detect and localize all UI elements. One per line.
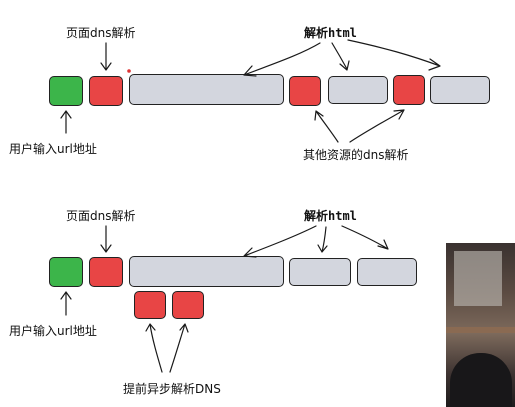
top-resource-dns-block-2 — [393, 75, 425, 105]
background-shelf — [446, 327, 515, 333]
top-user-input-block — [49, 76, 83, 106]
top-parse-html-arrow-2 — [331, 42, 350, 71]
bottom-html-parse-block-3 — [357, 258, 417, 286]
bottom-page-dns-label: 页面dns解析 — [66, 209, 136, 223]
bottom-parse-html-arrow-3 — [341, 225, 389, 250]
top-other-dns-arrow-2 — [349, 109, 405, 143]
bottom-user-input-label: 用户输入url地址 — [9, 324, 97, 338]
top-other-dns-label: 其他资源的dns解析 — [303, 148, 409, 162]
bottom-page-dns-arrow — [100, 225, 112, 253]
bottom-prefetch-arrow-2 — [169, 323, 189, 373]
top-parse-html-label: 解析html — [304, 26, 357, 40]
top-other-dns-arrow-1 — [314, 110, 339, 143]
background-window — [454, 251, 502, 306]
bottom-prefetch-dns-block-1 — [134, 291, 166, 319]
top-parse-html-arrow-1 — [243, 42, 321, 77]
marker-dot — [127, 69, 131, 73]
bottom-prefetch-arrow-1 — [145, 323, 163, 373]
bottom-html-parse-block-2 — [289, 258, 351, 286]
top-html-parse-block-2 — [328, 76, 388, 104]
webcam-overlay — [446, 243, 515, 407]
top-user-input-label: 用户输入url地址 — [9, 142, 97, 156]
bottom-html-parse-block-1 — [129, 256, 284, 287]
top-parse-html-arrow-3 — [347, 39, 441, 71]
top-page-dns-arrow — [100, 42, 112, 71]
bottom-user-input-arrow — [60, 291, 72, 316]
bottom-parse-html-label: 解析html — [304, 209, 357, 223]
top-page-dns-block — [89, 76, 123, 106]
bottom-page-dns-block — [89, 257, 123, 287]
bottom-prefetch-dns-block-2 — [172, 291, 204, 319]
bottom-prefetch-label: 提前异步解析DNS — [123, 382, 221, 396]
bottom-user-input-block — [49, 257, 83, 287]
top-page-dns-label: 页面dns解析 — [66, 26, 136, 40]
person-silhouette — [450, 353, 512, 407]
top-user-input-arrow — [60, 110, 72, 134]
bottom-parse-html-arrow-2 — [317, 226, 328, 253]
top-html-parse-block-3 — [430, 76, 490, 104]
bottom-parse-html-arrow-1 — [243, 225, 317, 258]
top-html-parse-block-1 — [129, 74, 284, 105]
top-resource-dns-block-1 — [289, 76, 321, 106]
